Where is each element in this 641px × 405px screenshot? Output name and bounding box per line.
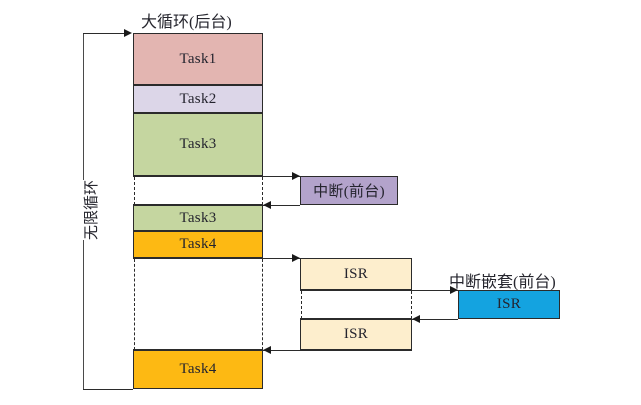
gap-dashed-right-1 (262, 177, 263, 205)
isr-enter-line (263, 258, 300, 259)
nested-isr-box-label: ISR (496, 296, 522, 312)
nested-isr-box: ISR (458, 290, 560, 319)
task-box-label: Task4 (179, 236, 217, 252)
interrupt-return-arrow-icon (263, 200, 271, 209)
isr-return-line (263, 350, 412, 351)
interrupt-enter-line (263, 176, 300, 177)
task-box-task3-first: Task3 (133, 113, 263, 176)
preemption-gap-1 (133, 176, 263, 205)
nested-enter-arrow-icon (450, 285, 458, 294)
task-box-task4-second: Task4 (133, 350, 263, 389)
task-box-label: Task2 (179, 90, 217, 107)
nested-interrupt-title: 中断嵌套(前台) (449, 274, 556, 291)
gap-dashed-left-2 (134, 259, 135, 350)
interrupt-box: 中断(前台) (300, 176, 398, 205)
task-box-task2: Task2 (133, 85, 263, 113)
loop-bracket-bottom (83, 389, 133, 390)
loop-bracket-top (83, 33, 125, 34)
isr-gap-dashed-left (301, 291, 302, 319)
nested-return-line (412, 319, 458, 320)
isr-gap-dashed-right (411, 291, 412, 319)
isr-box-label: ISR (343, 265, 369, 282)
interrupt-box-label: 中断(前台) (313, 184, 385, 200)
infinite-loop-label: 无限循环 (78, 179, 103, 240)
main-loop-title: 大循环(后台) (141, 14, 232, 31)
isr-box-first: ISR (300, 258, 412, 290)
task-box-task4-first: Task4 (133, 231, 263, 258)
nested-return-arrow-icon (412, 314, 420, 323)
gap-dashed-right-2 (262, 259, 263, 350)
task-box-label: Task4 (179, 361, 217, 377)
isr-preemption-gap (300, 290, 412, 319)
loop-bracket-arrow-icon (124, 28, 132, 37)
nested-enter-line (412, 290, 458, 291)
isr-box-label: ISR (343, 326, 369, 342)
isr-enter-arrow-icon (292, 253, 300, 262)
isr-box-second: ISR (300, 319, 412, 350)
task-box-task3-second: Task3 (133, 205, 263, 231)
task-box-task1: Task1 (133, 33, 263, 85)
gap-dashed-left-1 (134, 177, 135, 205)
interrupt-return-line (263, 205, 300, 206)
preemption-gap-2 (133, 258, 263, 350)
task-box-label: Task3 (179, 209, 217, 226)
task-box-label: Task3 (179, 136, 217, 152)
interrupt-enter-arrow-icon (292, 171, 300, 180)
task-box-label: Task1 (179, 50, 217, 67)
isr-return-arrow-icon (263, 345, 271, 354)
